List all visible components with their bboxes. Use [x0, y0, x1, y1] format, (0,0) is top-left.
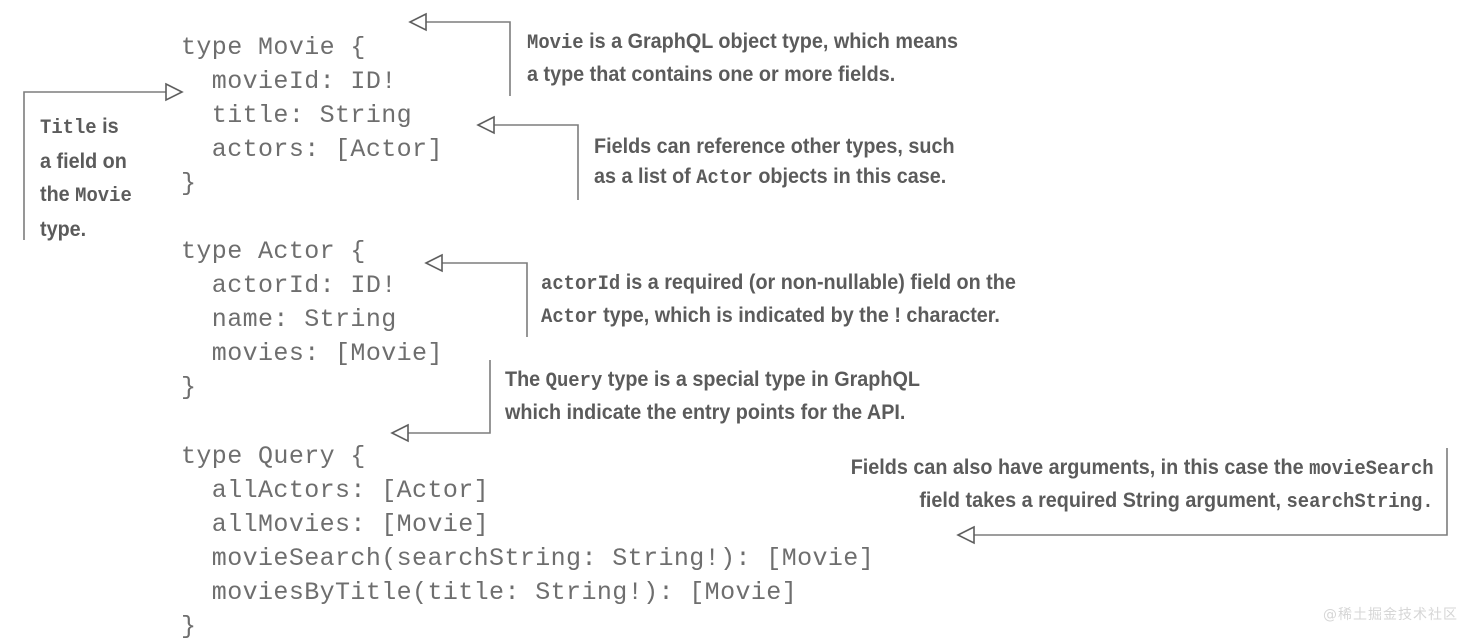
annotation-actor-id-line2-rest: type, which is indicated by the ! charac… [597, 303, 1000, 327]
annotation-title-field-line1: Title is [40, 110, 132, 145]
inline-code-title: Title [40, 117, 97, 140]
inline-code-actor: Actor [696, 167, 753, 190]
annotation-title-field-line3-pre: the [40, 182, 76, 206]
annotation-query-type-line1: The Query type is a special type in Grap… [505, 364, 920, 397]
annotation-movie-type: Movie is a GraphQL object type, which me… [527, 26, 958, 89]
annotation-fields-reference-line2: as a list of Actor objects in this case. [594, 161, 955, 194]
annotation-actor-id-line2: Actor type, which is indicated by the ! … [541, 300, 1016, 333]
annotation-actor-id-line1: actorId is a required (or non-nullable) … [541, 267, 1016, 300]
annotation-arguments-line2-pre: field takes a required String argument, [919, 488, 1287, 512]
annotation-title-field-line3: the Movie [40, 178, 132, 213]
annotation-title-field-line4: type. [40, 217, 87, 241]
code-block-actor: type Actor { actorId: ID! name: String m… [181, 237, 443, 402]
code-block-query: type Query { allActors: [Actor] allMovie… [181, 442, 875, 638]
annotation-movie-type-line1: Movie is a GraphQL object type, which me… [527, 26, 958, 59]
annotation-arguments-line2: field takes a required String argument, … [851, 485, 1434, 518]
annotation-fields-reference-line2-post: objects in this case. [752, 164, 947, 188]
annotation-query-type-line1-post: type is a special type in GraphQL [602, 367, 920, 391]
annotation-fields-reference: Fields can reference other types, such a… [594, 131, 955, 194]
annotation-query-type: The Query type is a special type in Grap… [505, 364, 920, 427]
annotation-arguments-line1-pre: Fields can also have arguments, in this … [851, 455, 1310, 479]
inline-code-searchstring: searchString. [1286, 491, 1434, 514]
annotation-title-field: Title is a field on the Movie type. [40, 110, 132, 246]
annotation-fields-reference-line2-pre: as a list of [594, 164, 697, 188]
annotation-arguments-line1: Fields can also have arguments, in this … [851, 452, 1434, 485]
watermark: @稀土掘金技术社区 [1323, 607, 1458, 623]
annotation-actor-id-line1-rest: is a required (or non-nullable) field on… [620, 270, 1016, 294]
annotation-query-type-line1-pre: The [505, 367, 546, 391]
inline-code-movie-2: Movie [527, 32, 584, 55]
inline-code-actor-2: Actor [541, 306, 598, 329]
annotation-fields-reference-line1: Fields can reference other types, such [594, 134, 955, 158]
connector-fields-reference [476, 115, 579, 200]
inline-code-query: Query [545, 370, 603, 393]
annotation-movie-type-line2: a type that contains one or more fields. [527, 62, 896, 86]
annotation-movie-type-line1-rest: is a GraphQL object type, which means [583, 29, 959, 53]
inline-code-movie: Movie [75, 185, 132, 208]
inline-code-actorid: actorId [541, 273, 621, 296]
annotation-query-type-line2: which indicate the entry points for the … [505, 400, 906, 424]
annotation-actor-id: actorId is a required (or non-nullable) … [541, 267, 1016, 333]
inline-code-moviesearch: movieSearch [1309, 458, 1434, 481]
annotation-title-field-line1-rest: is [96, 114, 119, 138]
annotation-arguments: Fields can also have arguments, in this … [851, 452, 1434, 518]
code-block-movie: type Movie { movieId: ID! title: String … [181, 33, 443, 198]
annotation-title-field-line2: a field on [40, 149, 127, 173]
